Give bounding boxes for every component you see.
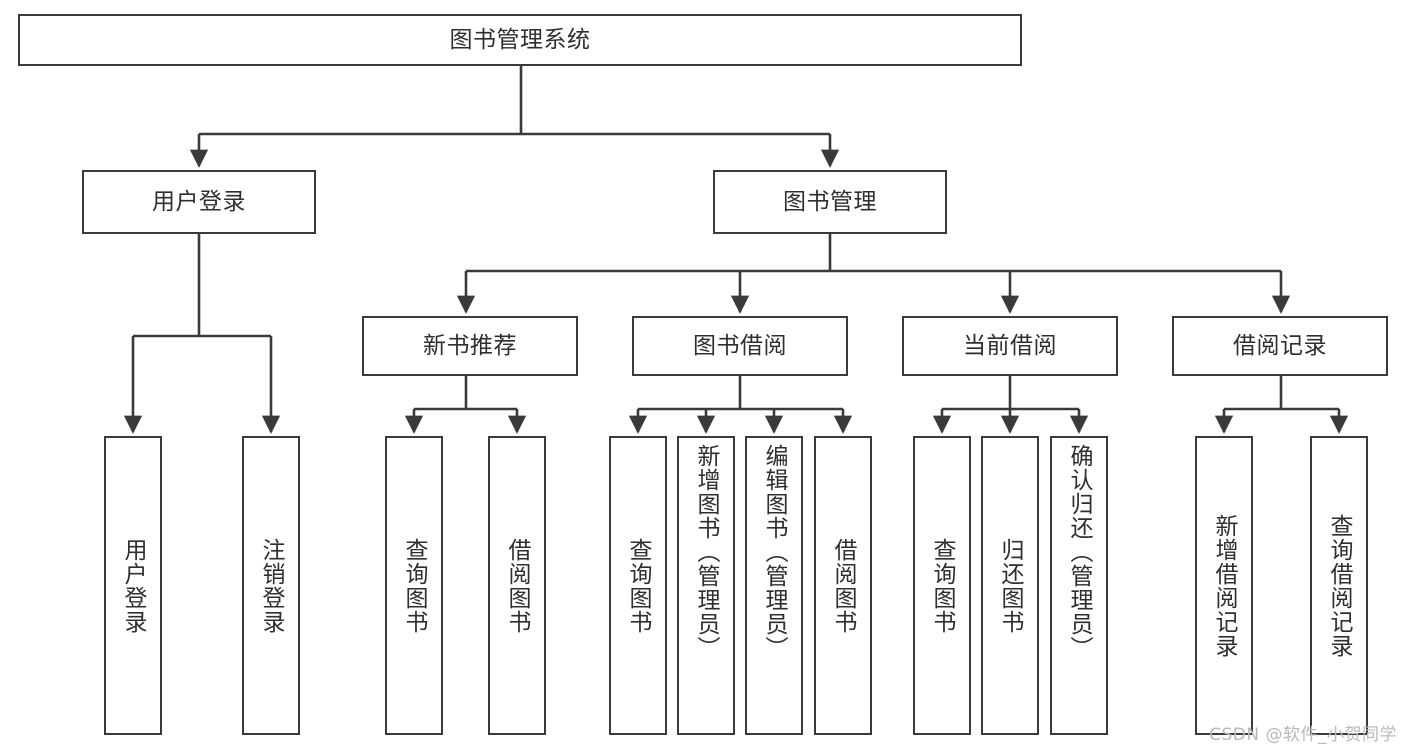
- node-label: 借阅记录: [1233, 332, 1327, 359]
- leaf-book-borrow-borrow-book[interactable]: 借阅图书: [814, 436, 872, 735]
- leaf-user-login-logout[interactable]: 注销登录: [242, 436, 300, 735]
- node-label: 归还图书: [997, 537, 1024, 634]
- node-label: 查询图书: [401, 537, 428, 634]
- watermark-text: CSDN @软件_小贺同学: [1209, 725, 1397, 745]
- leaf-new-book-query-book[interactable]: 查询图书: [385, 436, 443, 735]
- node-book-borrow[interactable]: 图书借阅: [632, 316, 848, 376]
- node-label: 用户登录: [152, 188, 246, 215]
- leaf-borrow-record-add-record[interactable]: 新增借阅记录: [1195, 436, 1253, 735]
- leaf-user-login-login[interactable]: 用户登录: [104, 436, 162, 735]
- node-label: 新增图书（管理员）: [693, 444, 720, 660]
- node-label: 图书借阅: [693, 332, 787, 359]
- node-current-borrow[interactable]: 当前借阅: [902, 316, 1118, 376]
- node-borrow-record[interactable]: 借阅记录: [1172, 316, 1388, 376]
- leaf-borrow-record-query-record[interactable]: 查询借阅记录: [1310, 436, 1368, 735]
- node-label: 确认归还（管理员）: [1066, 444, 1093, 660]
- node-label: 借阅图书: [504, 537, 531, 634]
- node-label: 当前借阅: [963, 332, 1057, 359]
- node-root-book-management-system[interactable]: 图书管理系统: [18, 14, 1022, 66]
- leaf-current-borrow-query-book[interactable]: 查询图书: [913, 436, 971, 735]
- node-label: 借阅图书: [830, 537, 857, 634]
- node-user-login[interactable]: 用户登录: [82, 170, 316, 234]
- leaf-current-borrow-confirm-return-admin[interactable]: 确认归还（管理员）: [1050, 436, 1108, 735]
- node-label: 新增借阅记录: [1211, 513, 1238, 658]
- node-label: 编辑图书（管理员）: [761, 444, 788, 660]
- leaf-new-book-borrow-book[interactable]: 借阅图书: [488, 436, 546, 735]
- leaf-current-borrow-return-book[interactable]: 归还图书: [981, 436, 1039, 735]
- node-new-book-recommend[interactable]: 新书推荐: [362, 316, 578, 376]
- leaf-book-borrow-add-book-admin[interactable]: 新增图书（管理员）: [677, 436, 735, 735]
- node-label: 图书管理: [783, 188, 877, 215]
- leaf-book-borrow-query-book[interactable]: 查询图书: [609, 436, 667, 735]
- node-book-management[interactable]: 图书管理: [713, 170, 947, 234]
- node-label: 注销登录: [258, 537, 285, 634]
- node-label: 图书管理系统: [449, 26, 591, 53]
- leaf-book-borrow-edit-book-admin[interactable]: 编辑图书（管理员）: [745, 436, 803, 735]
- node-label: 新书推荐: [423, 332, 517, 359]
- node-label: 查询图书: [929, 537, 956, 634]
- node-label: 用户登录: [120, 537, 147, 634]
- node-label: 查询图书: [625, 537, 652, 634]
- node-label: 查询借阅记录: [1326, 513, 1353, 658]
